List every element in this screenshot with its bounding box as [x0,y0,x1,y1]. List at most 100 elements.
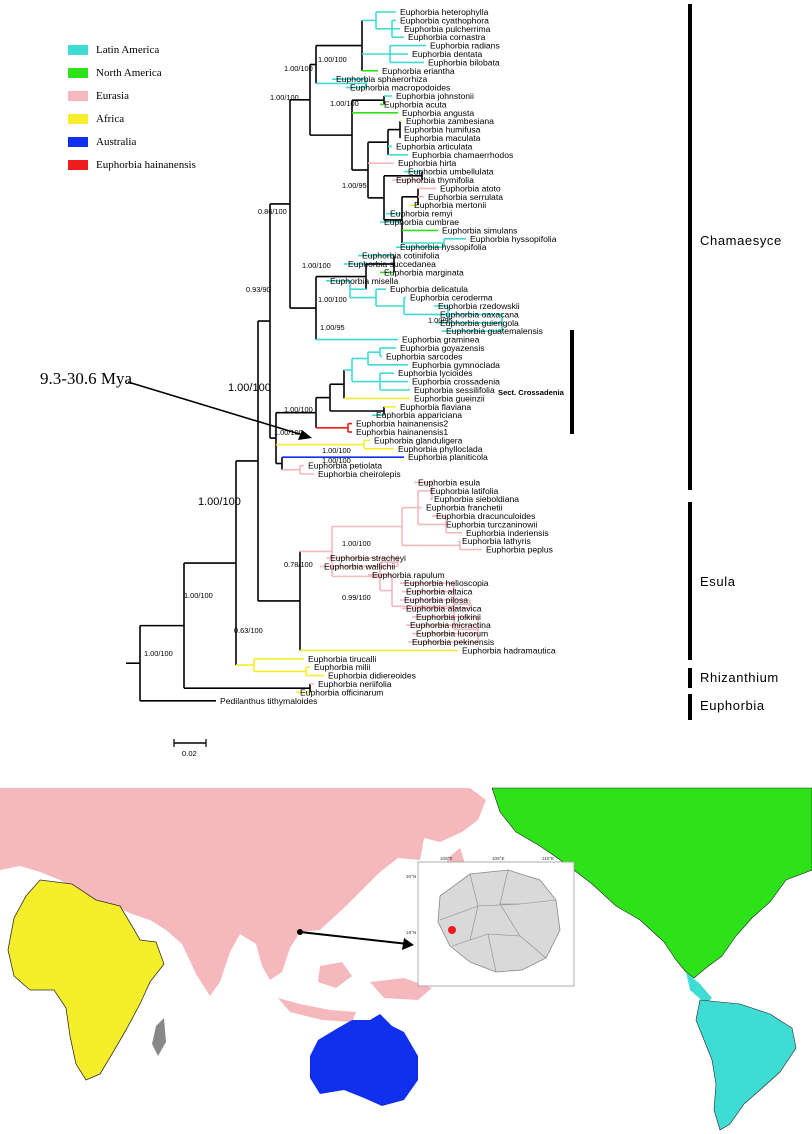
tip-label: Euphorbia atoto [440,183,501,193]
legend-label: Eurasia [96,90,129,102]
tip-label: Euphorbia planiticola [408,452,488,462]
legend-label: North America [96,67,162,79]
tip-label: Euphorbia wallichii [324,561,395,571]
madagascar-landmass [152,1018,166,1056]
tip-label: Euphorbia lathyris [462,536,531,546]
age-annotation: 9.3-30.6 Mya [40,369,133,388]
clade-label: Chamaesyce [700,233,782,248]
tip-label: Euphorbia ceroderma [410,293,493,303]
tip-label: Euphorbia bilobata [428,57,500,67]
tip-label: Euphorbia hainanensis2 [356,419,448,429]
tip-label: Euphorbia pulcherrima [404,24,491,34]
legend-label: Australia [96,136,137,148]
support-value: 1.00/100 [228,382,271,394]
support-value: 1.00/100 [330,99,359,108]
tip-label: Euphorbia goyazensis [400,343,485,353]
tip-label: Euphorbia misella [330,276,399,286]
tip-label: Euphorbia sarcodes [386,351,462,361]
tip-label: Euphorbia mertonii [414,200,486,210]
central-america-landmass [686,972,712,1004]
tip-label: Euphorbia rzedowskii [438,301,520,311]
support-value: 1.00/100 [144,649,173,658]
support-value: 1.00/100 [270,93,299,102]
support-value: 1.00/100 [274,428,303,437]
support-value: 1.00/100 [284,405,313,414]
tip-label: Euphorbia flaviana [400,402,471,412]
tip-label: Euphorbia delicatula [390,284,468,294]
support-value: 1.00/100 [322,446,351,455]
south-america-landmass [695,999,797,1131]
tip-label: Euphorbia glanduligera [374,435,463,445]
legend-swatch [68,114,88,124]
support-value: 0.99/100 [342,593,371,602]
tip-label: Euphorbia helioscopia [404,578,489,588]
tip-label: Euphorbia cumbrae [384,217,459,227]
support-value: 1.00/100 [318,55,347,64]
borneo-landmass [318,962,352,988]
support-value: 1.00/100 [342,539,371,548]
tip-label: Euphorbia pilosa [404,595,468,605]
clade-label: Rhizanthium [700,670,779,685]
tip-label: Euphorbia oaxacana [440,309,519,319]
support-value: 0.63/100 [234,626,263,635]
tip-label: Euphorbia graminea [402,335,480,345]
legend-label: Latin America [96,44,160,56]
county-border [451,933,547,959]
tip-label: Euphorbia dracunculoides [436,511,535,521]
support-value: 1.00/100 [318,295,347,304]
tip-label: Euphorbia thymifolia [396,175,474,185]
longitude-label: 110°E [542,856,554,861]
tip-label: Euphorbia macropodoides [350,83,450,93]
support-value: 1.00/95 [342,181,367,190]
arrow-head-icon [298,430,312,440]
support-value: 1.00/100 [184,591,213,600]
tip-label: Euphorbia serrulata [428,192,503,202]
tip-label: Euphorbia sphaerorhiza [336,74,427,84]
tip-label: Euphorbia cheirolepis [318,469,401,479]
tip-label: Euphorbia hirta [398,158,457,168]
tip-label: Euphorbia inderiensis [466,528,549,538]
tip-label: Euphorbia hainanensis1 [356,427,448,437]
tip-label: Euphorbia rapulum [372,570,445,580]
tip-label: Euphorbia pekinensis [412,637,494,647]
inset-arrow-head-icon [402,938,414,950]
clade-label: Euphorbia [700,698,765,713]
legend-swatch [68,137,88,147]
latitude-label: 19°N [406,930,416,935]
new-guinea-landmass [370,978,432,1000]
tip-label: Euphorbia milii [314,662,370,672]
tip-label: Pedilanthus tithymaloides [220,696,317,706]
tip-label: Euphorbia chamaerrhodos [412,150,513,160]
county-border [439,899,557,921]
tip-label: Euphorbia micractina [410,620,491,630]
tip-label: Euphorbia sieboldiana [434,494,519,504]
tip-label: Euphorbia guiengola [440,318,519,328]
tip-label: Euphorbia lycioides [398,368,473,378]
tip-label: Euphorbia alatavica [406,603,482,613]
tip-label: Euphorbia crossadenia [412,377,500,387]
clade-label: Sect. Crossadenia [498,388,565,397]
legend-swatch [68,45,88,55]
tip-label: Euphorbia lucorum [416,629,488,639]
tip-label: Euphorbia heterophylla [400,7,489,17]
age-arrow [127,381,307,437]
support-values: 1.00/100 1.00/100 1.00/100 1.00/100 1.00/95 0… [144,55,453,658]
inset-arrow [299,931,409,945]
tip-label: Euphorbia succedanea [348,259,436,269]
africa-landmass [7,879,165,1081]
support-value: 1.00/100 [198,496,241,508]
clade-label: Esula [700,574,736,589]
tip-label: Euphorbia simulans [442,225,517,235]
longitude-label: 108°E [440,856,453,861]
tip-label: Euphorbia esula [418,477,480,487]
tip-label: Euphorbia gymnoclada [412,360,500,370]
tip-label: Euphorbia appariciana [376,410,462,420]
support-value: 0.86/100 [258,207,287,216]
australia-landmass [310,1014,418,1106]
tip-label: Euphorbia altaica [406,587,473,597]
tip-label: Euphorbia dentata [412,49,482,59]
